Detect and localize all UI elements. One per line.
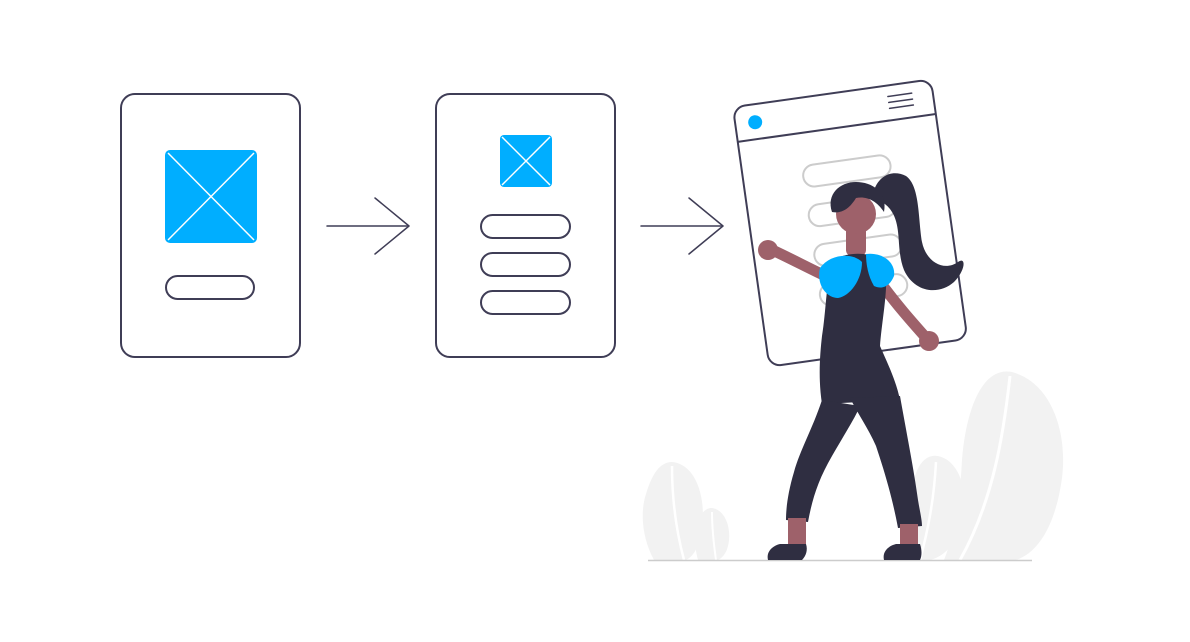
plant-leaf-left-small-vein [711, 511, 717, 561]
ponytail [872, 173, 964, 291]
plant-leaf-left-large [642, 462, 703, 560]
left-leg [786, 400, 860, 522]
right-sleeve [866, 253, 895, 288]
wireframe-card-1 [120, 93, 301, 358]
plant-leaf-left-large-vein [670, 465, 686, 561]
image-placeholder-icon [500, 135, 552, 187]
wireframe-card-2 [435, 93, 616, 358]
left-ankle [788, 518, 806, 544]
hamburger-menu-icon [887, 92, 915, 110]
background-plants [642, 371, 1064, 561]
plant-leaf-right-large-vein [958, 375, 1012, 561]
image-placeholder-icon [165, 150, 257, 243]
right-ankle [900, 524, 918, 546]
right-leg [850, 396, 922, 528]
left-sleeve [819, 255, 862, 298]
right-shoe [883, 544, 922, 560]
arrow-right-icon [640, 197, 724, 255]
plant-leaf-right-small [904, 455, 965, 560]
window-dot-icon [748, 115, 763, 130]
neck [846, 226, 866, 256]
plant-leaf-right-large [944, 371, 1064, 560]
plant-leaf-right-small-vein [918, 461, 938, 561]
hair [830, 182, 885, 213]
left-shoe [767, 544, 807, 560]
content-pill-placeholder [802, 154, 892, 188]
text-line-placeholder [480, 252, 571, 277]
woman-figure [758, 173, 964, 560]
browser-header-divider [737, 113, 936, 143]
arrow-right-icon [326, 197, 410, 255]
right-hand [919, 331, 939, 351]
text-line-placeholder [480, 290, 571, 315]
text-line-placeholder [480, 214, 571, 239]
left-hand [758, 240, 778, 260]
text-line-placeholder [165, 275, 255, 300]
